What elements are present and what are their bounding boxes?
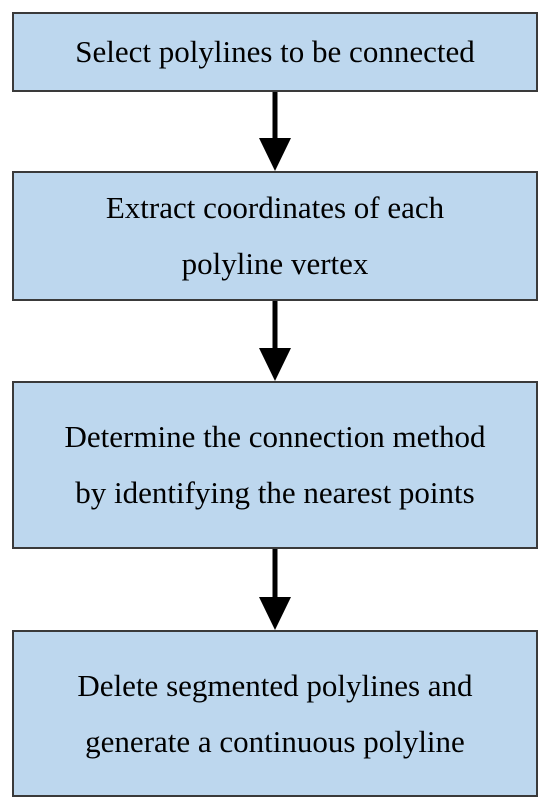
down-arrow-icon	[259, 301, 291, 381]
down-arrow-icon	[259, 92, 291, 171]
step-text-line: polyline vertex	[181, 246, 369, 281]
step-text-line: Select polylines to be connected	[75, 34, 475, 69]
step-text-line: Delete segmented polylines and	[77, 667, 473, 703]
step-extract-coordinates: Extract coordinates of each polyline ver…	[12, 171, 538, 301]
step-text-line: by identifying the nearest points	[75, 475, 475, 510]
step-text-line: generate a continuous polyline	[85, 723, 465, 759]
step-determine-connection-method: Determine the connection method by ident…	[12, 381, 538, 549]
step-select-polylines: Select polylines to be connected	[12, 12, 538, 92]
step-text-line: Determine the connection method	[64, 419, 486, 454]
down-arrow-icon	[259, 549, 291, 630]
step-text-line: Extract coordinates of each	[105, 190, 445, 225]
step-delete-and-generate-polyline: Delete segmented polylines and generate …	[12, 630, 538, 797]
